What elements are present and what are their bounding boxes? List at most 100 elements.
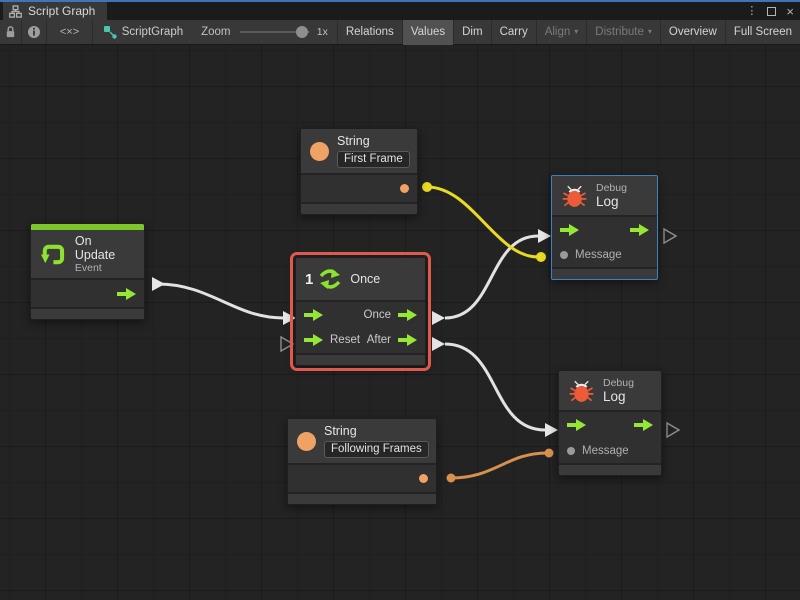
on-update-loop-icon [40,244,65,264]
wire-arrowhead[interactable] [538,229,551,243]
button-label: Distribute [595,26,644,38]
unconnected-port-triangle[interactable] [280,335,295,353]
unconnected-port-triangle[interactable] [663,227,678,245]
caret-down-icon: ▾ [647,27,652,36]
values-button[interactable]: Values [402,19,454,45]
message-input-port[interactable] [560,251,568,259]
bug-icon [562,185,587,207]
toolbar-separator [586,20,588,44]
port-label: Message [582,444,629,457]
toolbar-separator [91,20,93,44]
node-string-first-frame[interactable]: String First Frame [300,128,418,215]
overview-button[interactable]: Overview [661,20,725,45]
zoom-slider-handle[interactable] [295,26,308,38]
button-label: Dim [462,26,483,38]
lock-button[interactable] [0,20,21,45]
node-debug-log-top[interactable]: Debug Log Message [551,175,658,280]
control-input-port[interactable] [567,419,586,431]
control-input-port[interactable] [304,308,323,321]
wire-arrowhead[interactable] [545,423,558,437]
wire-endpoint-dot[interactable] [536,252,546,262]
string-value-field[interactable]: Following Frames [324,441,429,458]
wire-string-to-message-bottom[interactable] [450,451,548,480]
distribute-button[interactable]: Distribute ▾ [587,20,660,45]
tab-script-graph[interactable]: Script Graph [3,2,108,20]
wire-endpoint-dot[interactable] [544,448,554,458]
wire-endpoint-dot[interactable] [422,182,432,192]
reset-input-port[interactable] [304,334,323,346]
wire-arrowhead[interactable] [432,337,445,351]
node-title: Once [350,272,381,286]
toolbar-separator [659,20,661,44]
align-button[interactable]: Align ▾ [537,20,587,45]
node-title: Log [596,194,619,209]
string-type-icon [297,431,316,451]
carry-button[interactable]: Carry [492,20,536,45]
zoom-slider[interactable] [239,26,310,38]
toolbar-separator [336,20,338,44]
control-output-port[interactable] [398,334,417,346]
toolbar-separator [490,20,492,44]
node-footer [552,269,657,279]
control-output-port[interactable] [634,419,653,431]
button-label: Align [544,26,571,38]
node-footer [31,309,144,319]
wire-endpoint-dot[interactable] [446,473,456,483]
toolbar-separator [535,20,537,44]
wire-layer [152,182,681,483]
message-input-port[interactable] [567,446,575,455]
node-once[interactable]: 1 Once Once Reset [290,252,431,371]
node-footer [288,494,436,504]
window-menu-icon[interactable]: ⋮ [746,4,758,17]
button-label: Carry [499,26,528,38]
node-title: On Update [74,234,116,262]
graph-canvas[interactable]: String First Frame Debug Log [0,45,800,600]
node-subtitle: Debug [603,377,634,389]
wire-string-to-message-top[interactable] [426,185,539,259]
node-footer [559,465,661,475]
string-value-field[interactable]: First Frame [337,151,410,168]
fullscreen-button[interactable]: Full Screen [726,20,800,45]
port-label: After [366,334,391,346]
toolbar-separator [724,20,726,44]
wire-arrowhead[interactable] [152,277,165,291]
port-label: Once [363,308,392,321]
dim-button[interactable]: Dim [454,20,490,45]
zoom-label: Zoom [201,26,231,38]
close-icon[interactable]: × [786,3,794,19]
string-output-port[interactable] [400,184,409,193]
node-string-following-frames[interactable]: String Following Frames [287,418,437,505]
control-output-port[interactable] [117,287,136,300]
string-type-icon [310,141,329,161]
string-output-port[interactable] [419,474,428,483]
tab-title: Script Graph [28,4,96,18]
control-output-port[interactable] [630,224,649,236]
button-label: Full Screen [733,26,792,38]
wire-onupdate-to-once[interactable] [157,282,284,320]
inspect-button[interactable] [22,20,46,45]
node-on-update[interactable]: On Update Event [30,223,145,320]
maximize-icon[interactable] [767,6,777,16]
wire-arrowhead[interactable] [283,311,296,325]
control-output-port[interactable] [398,308,417,321]
node-title: String [337,134,370,148]
once-cycle-icon [320,269,341,289]
code-view-button[interactable]: <×> [47,20,91,45]
bug-icon [569,380,594,402]
wire-arrowhead[interactable] [432,311,445,325]
wire-after-to-debug-bottom[interactable] [444,342,546,432]
breadcrumb-label: ScriptGraph [121,26,184,38]
node-subtitle: Debug [596,182,627,194]
wire-once-to-debug-top[interactable] [444,234,539,320]
node-debug-log-bottom[interactable]: Debug Log Message [558,370,662,476]
control-input-port[interactable] [560,224,579,236]
relations-button[interactable]: Relations [338,20,402,45]
breadcrumb[interactable]: ScriptGraph [103,25,183,39]
toolbar-separator [46,20,48,44]
once-number: 1 [305,270,314,288]
node-title: Log [603,389,626,404]
graph-tab-icon [9,4,22,18]
unconnected-port-triangle[interactable] [666,421,681,439]
lock-icon [6,26,15,38]
port-label: Message [575,249,622,261]
